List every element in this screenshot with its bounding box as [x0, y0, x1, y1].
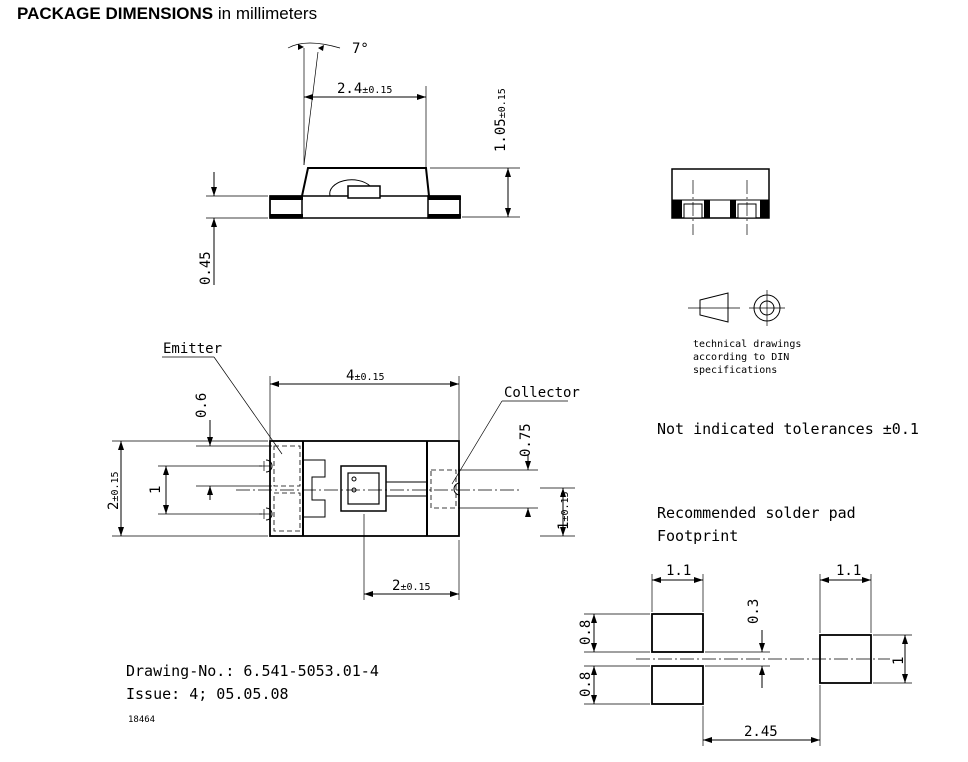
top-center-width-label: 1±0.15 [556, 491, 572, 530]
top-pad-distance-label: 2±0.15 [392, 578, 431, 594]
footprint-drawing: 1.1 1.1 0.8 0.8 0.3 [578, 563, 912, 746]
page-title-units: in millimeters [217, 4, 318, 23]
side-base-label: 0.45 [198, 251, 214, 285]
footprint-pad-width-left: 1.1 [666, 563, 691, 579]
emitter-label: Emitter [163, 341, 222, 357]
din-projection-symbol [688, 290, 785, 326]
footprint-right-pad-height: 1 [891, 657, 907, 665]
page-title-bold: PACKAGE DIMENSIONS [17, 4, 214, 23]
footprint-pad-width-right: 1.1 [836, 563, 861, 579]
top-view: 4±0.15 Emitter Collector [106, 341, 580, 600]
page-title: PACKAGE DIMENSIONS in millimeters [17, 4, 317, 24]
footprint-gap: 0.3 [746, 599, 762, 624]
side-width-label: 2.4±0.15 [337, 81, 392, 97]
angle-label: 7° [352, 41, 369, 57]
collector-label: Collector [504, 385, 580, 401]
footprint-spacing: 2.45 [744, 724, 778, 740]
end-view [671, 168, 770, 235]
top-width-label: 2±0.15 [106, 471, 122, 510]
din-note-line2: according to DIN [693, 352, 789, 363]
footprint-title-line1: Recommended solder pad [657, 504, 856, 522]
drawing-number: Drawing-No.: 6.541-5053.01-4 [126, 662, 379, 680]
top-lead-label: 0.6 [194, 393, 210, 418]
drawing-ref: 18464 [128, 715, 155, 725]
tolerance-note: Not indicated tolerances ±0.1 [657, 420, 919, 438]
top-pitch-label: 1 [148, 486, 164, 494]
din-note-line3: specifications [693, 365, 777, 376]
side-height-label: 1.05±0.15 [493, 88, 509, 152]
drawing-issue: Issue: 4; 05.05.08 [126, 685, 289, 703]
top-lead-b-label: 0.75 [518, 423, 534, 457]
footprint-title-line2: Footprint [657, 527, 738, 545]
footprint-pad-height-bottom: 0.8 [578, 672, 594, 697]
din-note-line1: technical drawings [693, 339, 801, 350]
side-view: 7° 2.4±0.15 1.05±0.15 0.45 [198, 41, 520, 285]
footprint-pad-height-top: 0.8 [578, 620, 594, 645]
top-length-label: 4±0.15 [346, 368, 385, 384]
